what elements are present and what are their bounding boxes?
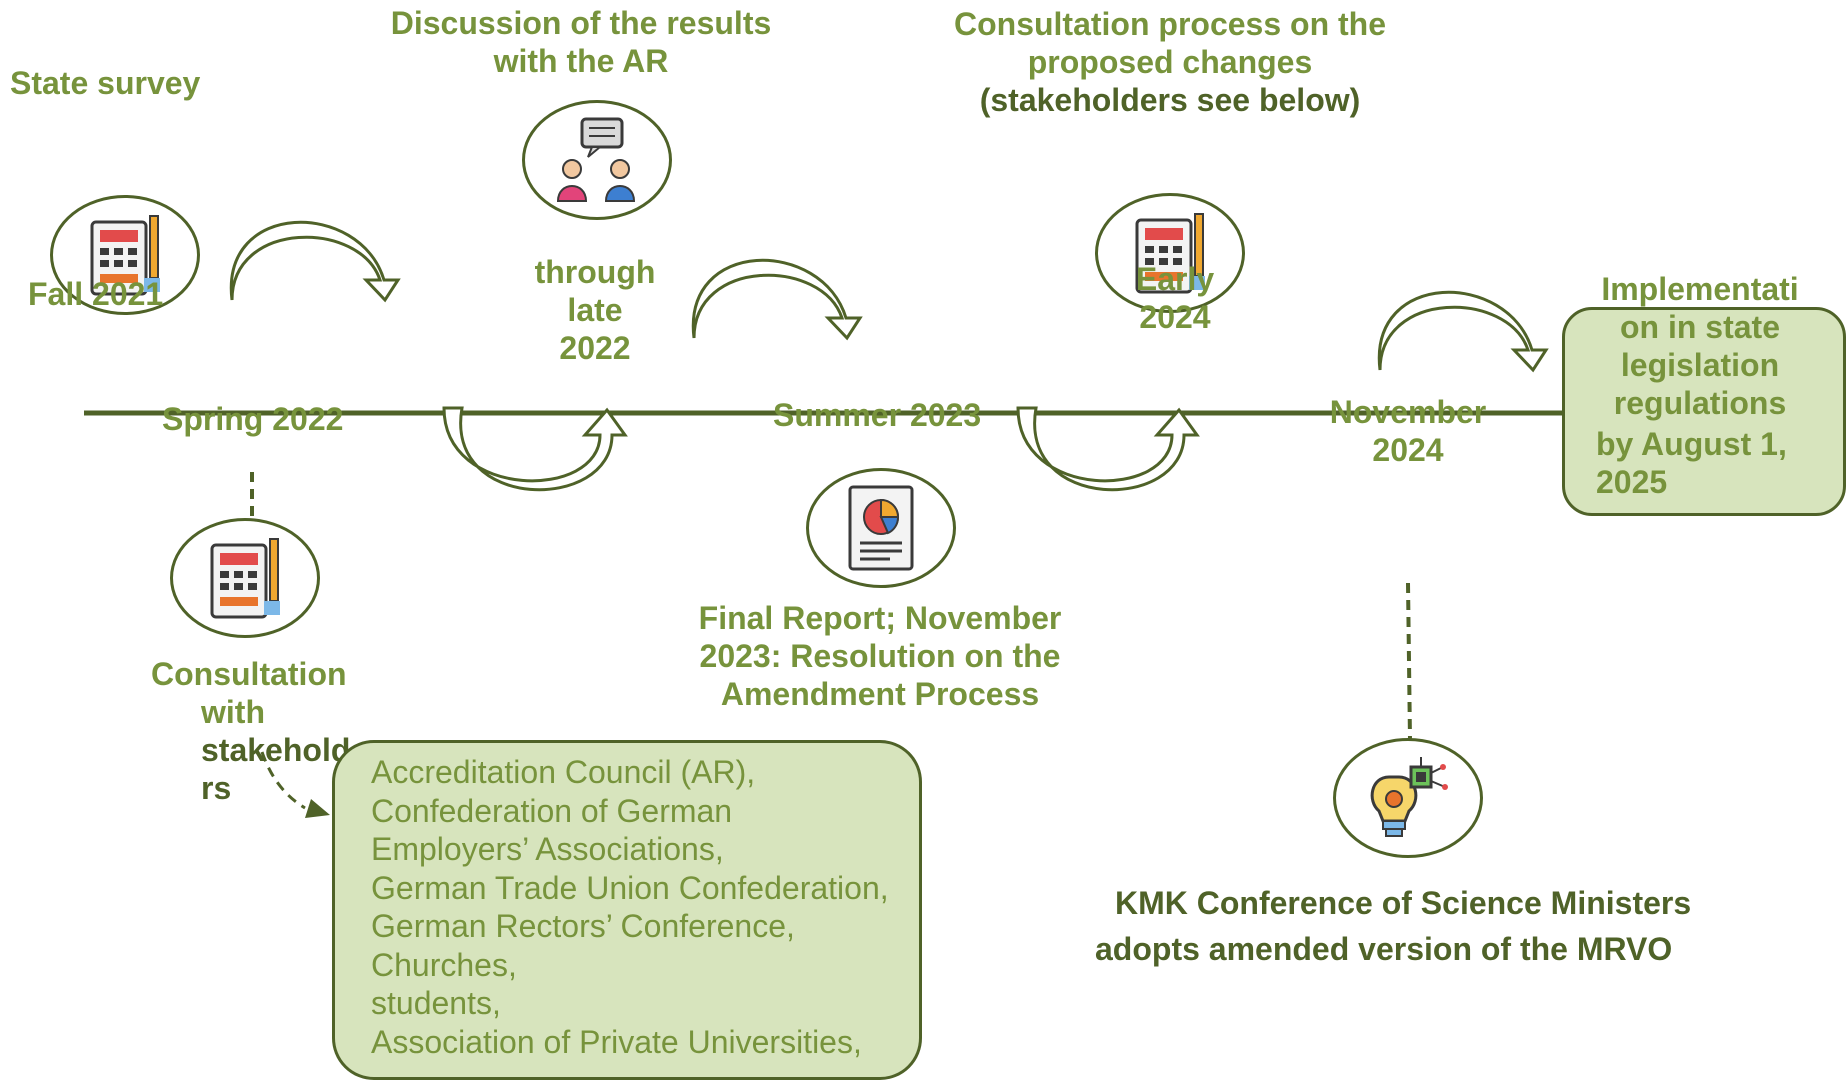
final-report-label: Final Report; November 2023: Resolution … <box>660 599 1100 713</box>
through-late-line-2: late <box>567 292 623 328</box>
implementation-date-line-2: 2025 <box>1596 464 1668 500</box>
consultation-with-label: Consultation with <box>151 655 347 731</box>
discussion-people-icon <box>522 100 672 220</box>
implementation-line-4: regulations <box>1613 385 1787 421</box>
stakeholders-note: (stakeholders see below) <box>979 82 1361 118</box>
stakeholder-item: Employers’ Associations, <box>371 831 724 867</box>
consultation-with-line-1: Consultation <box>151 656 347 692</box>
final-report-line-3: Amendment Process <box>720 676 1040 712</box>
final-report-line-1: Final Report; November <box>698 600 1062 636</box>
connector-stakeholders-arrowhead <box>305 799 330 818</box>
discussion-line-1: Discussion of the results <box>390 5 772 41</box>
november-2024-line-1: November <box>1329 394 1487 430</box>
connector-november-2024 <box>1406 582 1412 741</box>
curved-arrow-below-1 <box>442 406 628 492</box>
lightbulb-chip-icon <box>1333 738 1483 858</box>
connector-stakeholders <box>260 751 306 810</box>
calculator-doc-icon <box>170 518 320 638</box>
implementation-line-2: on in state <box>1619 309 1780 345</box>
implementation-label: Implementati on in state legislation reg… <box>1578 270 1822 422</box>
through-late-line-1: through <box>534 254 656 290</box>
state-survey-label: State survey <box>10 65 201 101</box>
stakeholders-list: Accreditation Council (AR), Confederatio… <box>371 753 889 1061</box>
stakeholders-box: Accreditation Council (AR), Confederatio… <box>332 740 922 1080</box>
stakeholder-item: German Trade Union Confederation, <box>371 869 889 906</box>
report-chart-icon <box>806 468 956 588</box>
implementation-date: by August 1, 2025 <box>1596 425 1787 501</box>
stakeholder-item: Association of Private Universities, <box>371 1023 862 1060</box>
stakeholder-item: students, <box>371 985 501 1021</box>
consultation-with-line-2: with <box>201 694 265 730</box>
summer-2023-label: Summer 2023 <box>773 397 982 433</box>
through-late-2022-label: through late 2022 <box>500 253 690 367</box>
through-late-line-3: 2022 <box>559 330 631 366</box>
kmk-label: KMK Conference of Science Ministers adop… <box>1095 880 1691 972</box>
implementation-date-line-1: by August 1, <box>1596 426 1787 462</box>
early-2024-line-1: Early <box>1135 261 1215 297</box>
early-2024-label: Early 2024 <box>1100 260 1250 336</box>
stakeholders-word-line-2: rs <box>201 770 232 806</box>
curved-arrow-above-2 <box>691 258 863 341</box>
curved-arrow-above-3 <box>1377 290 1549 373</box>
calculator-doc-icon <box>1095 193 1245 313</box>
november-2024-line-2: 2024 <box>1372 432 1444 468</box>
fall-2021-label: Fall 2021 <box>28 276 164 312</box>
stakeholder-item: German Rectors’ Conference, <box>371 908 795 944</box>
early-2024-line-2: 2024 <box>1139 299 1211 335</box>
stakeholder-item: Churches, <box>371 946 517 983</box>
stakeholder-item: Confederation of German <box>371 792 733 829</box>
discussion-line-2: with the AR <box>493 43 669 79</box>
final-report-line-2: 2023: Resolution on the <box>699 638 1061 674</box>
consultation-process-line-1: Consultation process on the <box>953 6 1387 42</box>
discussion-label: Discussion of the results with the AR <box>381 4 781 80</box>
stakeholder-item: Accreditation Council (AR), <box>371 754 756 790</box>
implementation-line-1: Implementati <box>1601 271 1799 307</box>
consultation-process-line-2: proposed changes <box>1027 44 1313 80</box>
consultation-process-label: Consultation process on the proposed cha… <box>930 5 1410 119</box>
implementation-box <box>1562 307 1846 516</box>
spring-2022-label: Spring 2022 <box>162 401 344 437</box>
curved-arrow-below-2 <box>1016 406 1200 492</box>
calculator-doc-icon <box>50 195 200 315</box>
kmk-line-1: KMK Conference of Science Ministers <box>1115 885 1692 921</box>
curved-arrow-above-1 <box>229 220 401 303</box>
kmk-line-2: adopts amended version of the MRVO <box>1095 931 1673 967</box>
november-2024-label: November 2024 <box>1318 393 1498 469</box>
implementation-line-3: legislation <box>1620 347 1780 383</box>
